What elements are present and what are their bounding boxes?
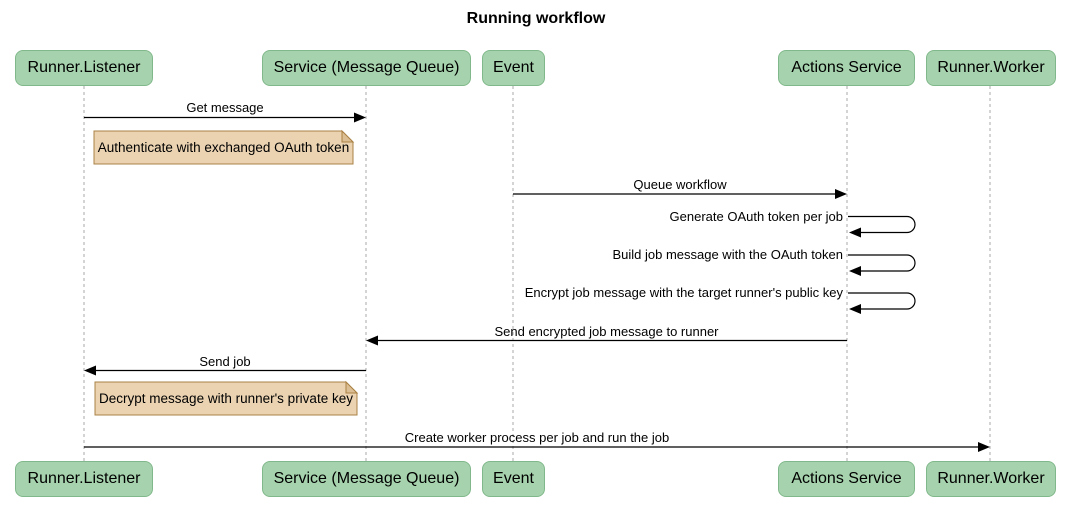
self-loop-encrypt-job-message <box>848 292 916 314</box>
message-label-queue-workflow: Queue workflow <box>633 177 727 192</box>
arrow-queue-workflow <box>513 189 847 199</box>
message-label-send-encrypted-job: Send encrypted job message to runner <box>494 324 719 339</box>
note-fold-authenticate <box>341 129 355 143</box>
diagram-title: Running workflow <box>466 10 606 27</box>
actor-top-actions-service: Actions Service <box>778 50 915 86</box>
note-fold-decrypt <box>345 380 359 394</box>
actor-top-runner-worker: Runner.Worker <box>926 50 1056 86</box>
actor-bottom-event: Event <box>482 461 545 497</box>
note-shape-authenticate <box>93 130 354 165</box>
note-decrypt-private-key: Decrypt message with runner's private ke… <box>99 391 353 406</box>
message-label-get-message: Get message <box>186 100 264 115</box>
actor-bottom-runner-listener: Runner.Listener <box>15 461 153 497</box>
message-label-generate-oauth-token: Generate OAuth token per job <box>669 209 843 224</box>
actor-bottom-runner-worker: Runner.Worker <box>926 461 1056 497</box>
note-authenticate-oauth-token: Authenticate with exchanged OAuth token <box>97 140 350 155</box>
actor-bottom-actions-service: Actions Service <box>778 461 915 497</box>
message-label-create-worker-process: Create worker process per job and run th… <box>404 430 670 445</box>
arrow-create-worker-process <box>84 442 990 452</box>
message-label-build-job-message: Build job message with the OAuth token <box>612 247 843 262</box>
actor-top-runner-listener: Runner.Listener <box>15 50 153 86</box>
message-label-encrypt-job-message: Encrypt job message with the target runn… <box>524 285 843 300</box>
arrow-get-message <box>84 112 366 123</box>
arrow-send-encrypted-job-message <box>366 335 847 346</box>
self-loop-generate-oauth-token <box>848 215 916 238</box>
actor-bottom-service-message-queue: Service (Message Queue) <box>262 461 471 497</box>
self-loop-build-job-message <box>848 254 916 276</box>
actor-top-service-message-queue: Service (Message Queue) <box>262 50 471 86</box>
message-arrows <box>84 112 990 452</box>
actor-top-event: Event <box>482 50 545 86</box>
lifelines <box>83 86 991 461</box>
note-shape-decrypt <box>94 381 358 416</box>
note-shapes <box>93 129 359 416</box>
message-label-send-job: Send job <box>199 354 251 369</box>
arrow-send-job <box>84 365 366 376</box>
